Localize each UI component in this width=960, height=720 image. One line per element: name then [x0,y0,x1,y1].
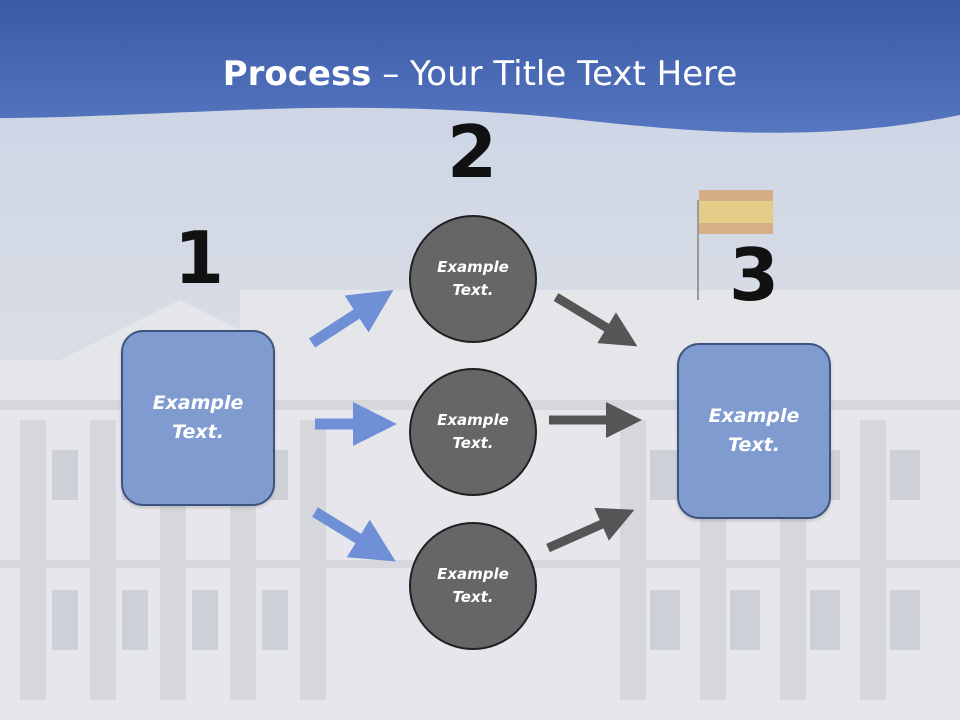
slide-title: Process – Your Title Text Here [0,52,960,96]
right-text-box: Example Text. [677,343,831,519]
gray-arrow-down [553,293,638,347]
step-number-2: 2 [446,110,498,194]
blue-arrow-down [312,507,396,562]
header-band [0,0,960,133]
step-number-1: 1 [173,216,225,300]
process-circle-1: Example Text. [409,215,537,343]
circle-3-text: Example Text. [437,565,509,606]
process-circle-2: Example Text. [409,368,537,496]
circle-2-text: Example Text. [437,411,509,452]
circle-1-text: Example Text. [437,258,509,299]
left-box-text: Example Text. [152,392,244,443]
blue-arrow-up [308,289,394,348]
process-circle-3: Example Text. [409,522,537,650]
gray-arrow-up [546,507,635,553]
right-box-text: Example Text. [708,405,800,456]
title-rest-part: – Your Title Text Here [371,54,738,94]
left-text-box: Example Text. [121,330,275,506]
title-bold-part: Process [222,54,372,94]
step-number-3: 3 [728,233,780,317]
